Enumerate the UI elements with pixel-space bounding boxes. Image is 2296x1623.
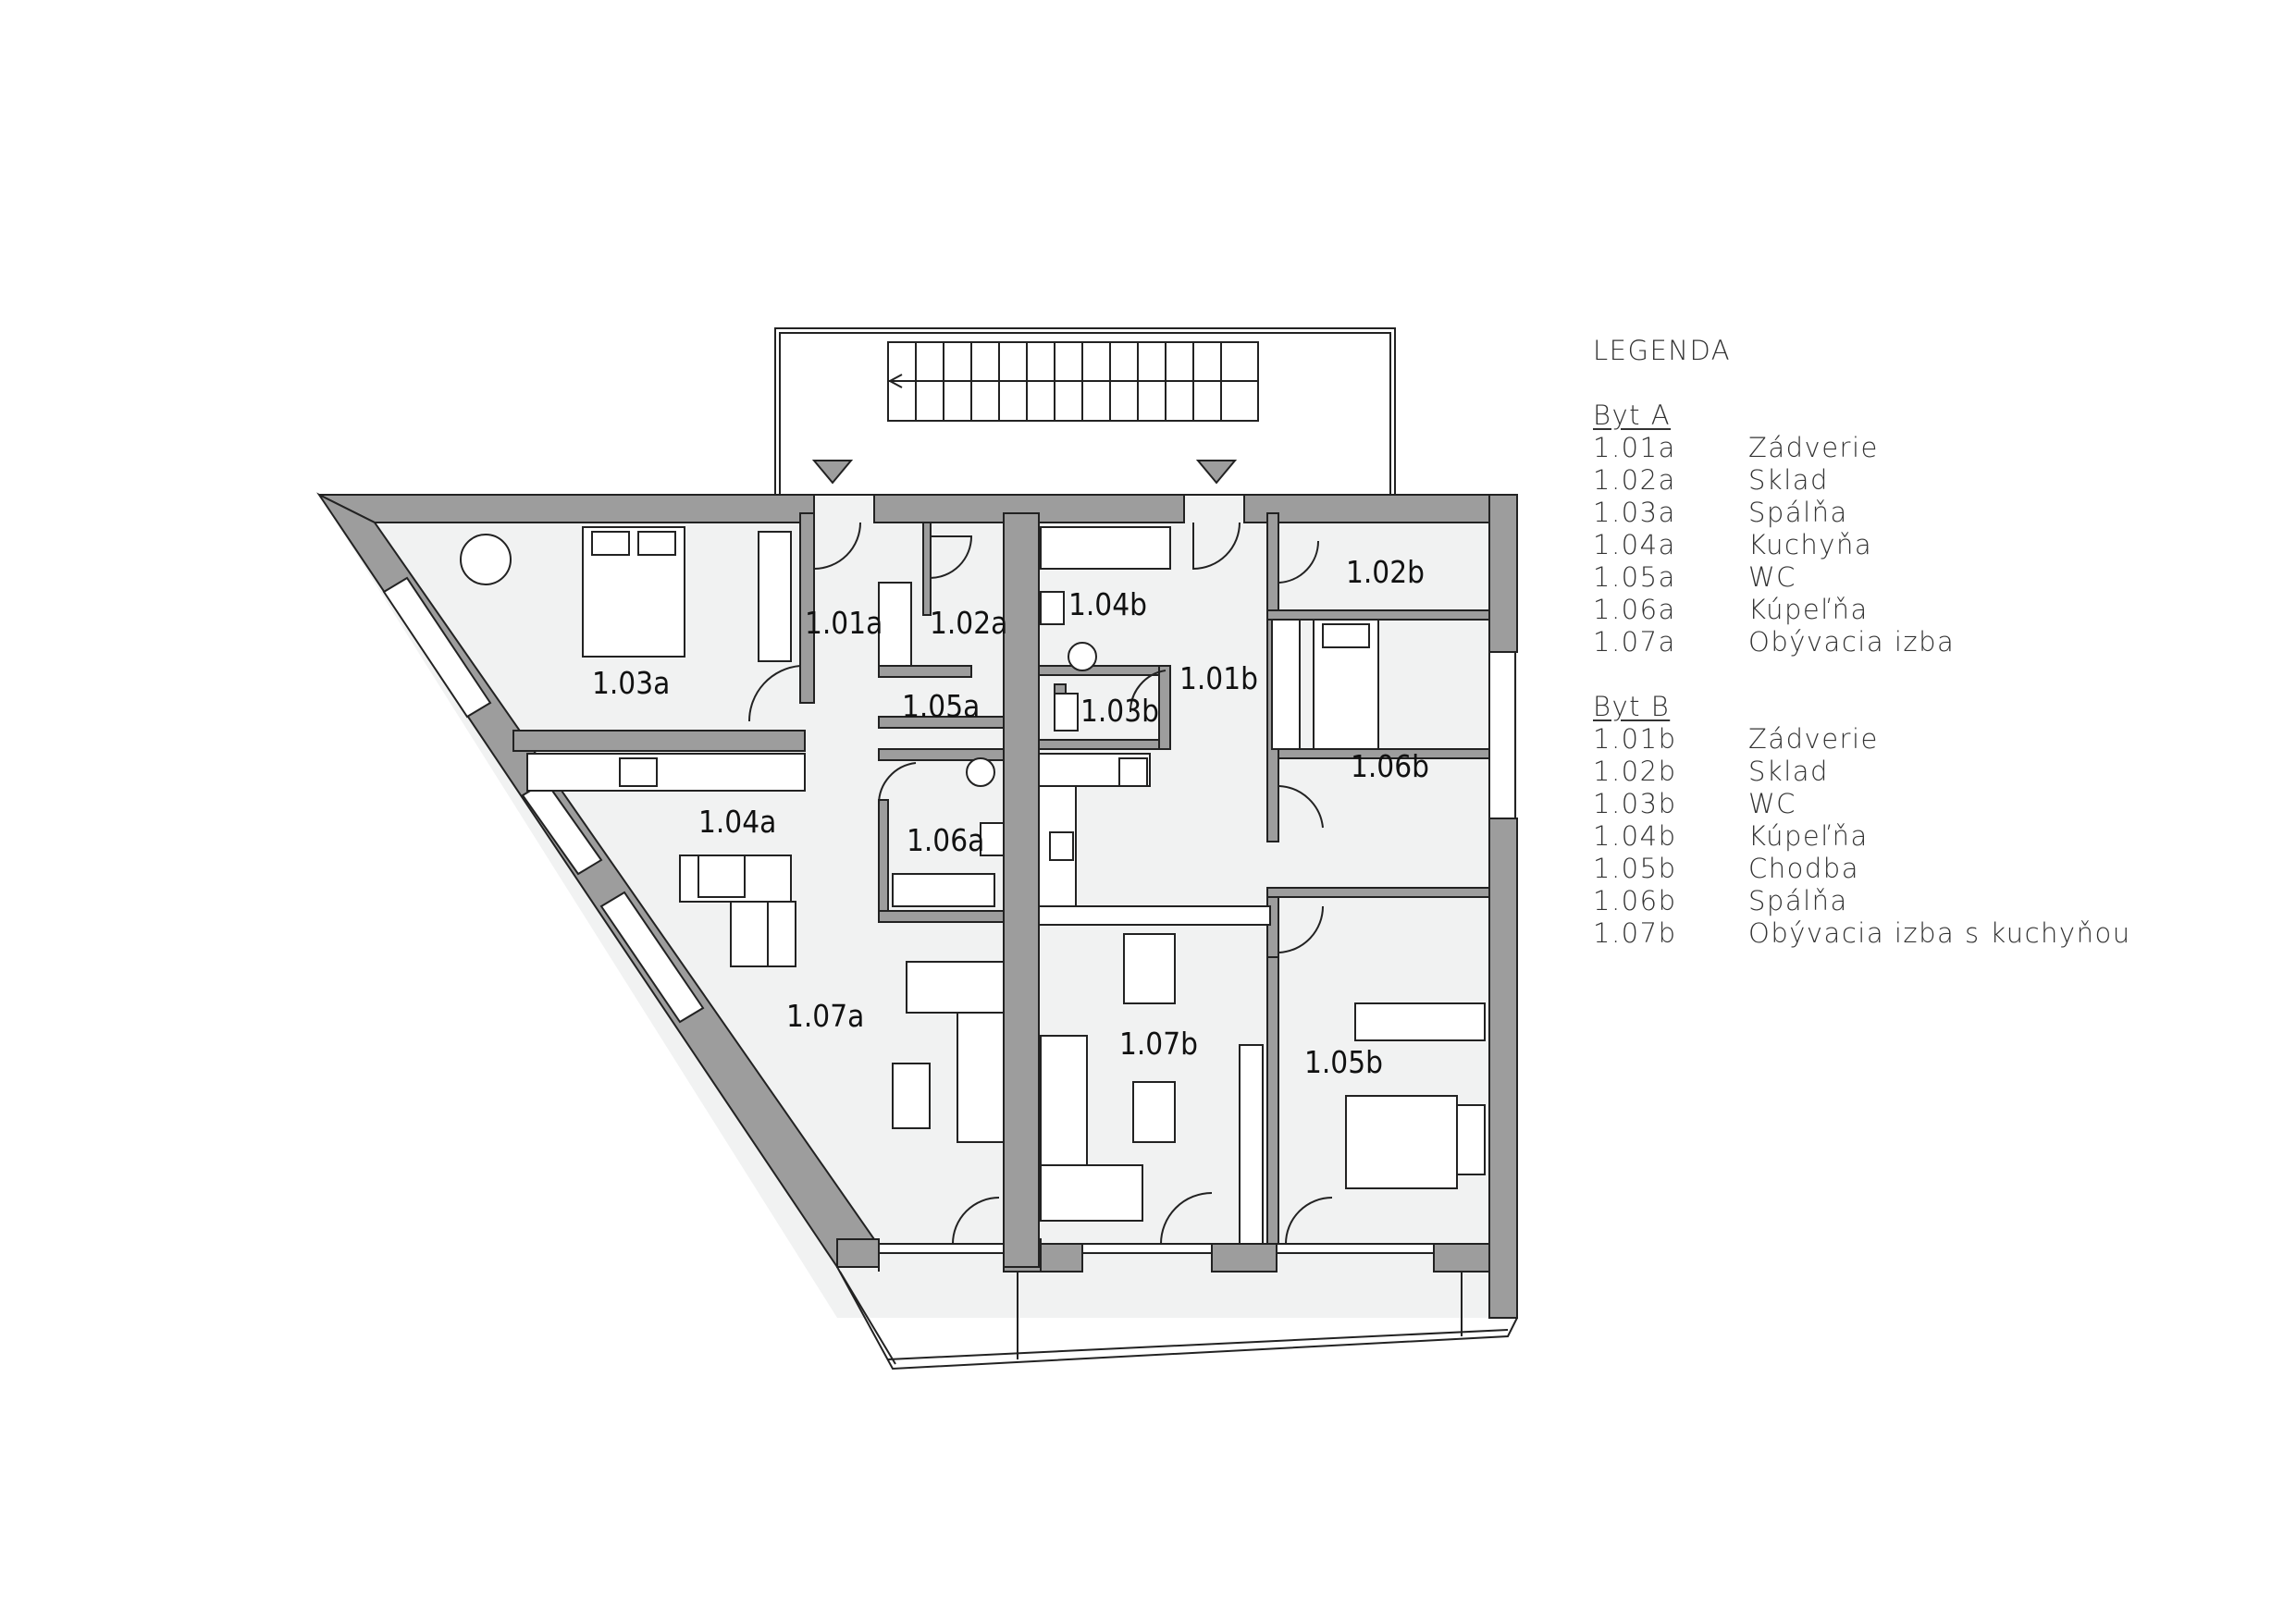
legend-item: 1.05b Chodba [1593,853,2240,885]
legend-item-code: 1.05a [1593,561,1676,593]
room-label-1-03b: 1.03b [1080,693,1159,729]
room-label-1-02a: 1.02a [930,605,1007,641]
legend-item-name: Spálňa [1748,885,1848,916]
furniture [460,526,1486,1245]
legend-item-name: Kuchyňa [1748,529,1873,560]
entry-marker-a [811,460,854,485]
legend-item-name: WC [1748,788,1796,819]
legend-item-code: 1.04a [1593,529,1676,560]
legend-group-title: Byt B [1593,691,1671,722]
legend-item: 1.04a Kuchyňa [1593,529,2240,561]
legend-item: 1.01a Zádverie [1593,432,2240,464]
legend-item-code: 1.06a [1593,594,1676,625]
legend-item: 1.04b Kúpeľňa [1593,820,2240,853]
legend-item: 1.01b Zádverie [1593,723,2240,756]
legend-group-title: Byt A [1593,400,1672,431]
legend-item-name: Sklad [1748,756,1829,787]
room-label-1-02b: 1.02b [1346,554,1425,590]
room-label-1-05a: 1.05a [902,688,980,724]
legend-item-code: 1.05b [1593,853,1677,884]
room-label-1-06a: 1.06a [907,822,984,858]
legend-item-code: 1.03b [1593,788,1677,819]
balcony [836,1266,1518,1371]
legend-item-code: 1.04b [1593,820,1677,852]
legend-item: 1.07b Obývacia izba s kuchyňou [1593,917,2240,950]
legend-item: 1.03a Spálňa [1593,497,2240,529]
legend-item-name: WC [1748,561,1796,593]
legend-item: 1.06b Spálňa [1593,885,2240,917]
room-label-1-05b: 1.05b [1304,1044,1383,1080]
windows [382,576,1516,1254]
legend-item-name: Sklad [1748,464,1829,496]
legend-title: LEGENDA [1593,335,1732,366]
legend-item-name: Kúpeľňa [1748,820,1869,852]
legend-item-code: 1.02b [1593,756,1677,787]
interior-walls [512,512,1490,1268]
legend-item-name: Kúpeľňa [1748,594,1869,625]
legend-item: 1.02b Sklad [1593,756,2240,788]
legend-item-code: 1.03a [1593,497,1676,528]
room-label-1-04a: 1.04a [698,804,776,840]
legend-item-name: Zádverie [1748,723,1879,755]
entry-marker-b [1195,460,1238,485]
legend-item-name: Chodba [1748,853,1859,884]
legend-item-code: 1.02a [1593,464,1676,496]
room-label-1-06b: 1.06b [1351,748,1429,784]
legend-item-name: Zádverie [1748,432,1879,463]
legend-item-name: Obývacia izba s kuchyňou [1748,917,2131,949]
entrance-stair [774,327,1396,496]
legend-item-name: Spálňa [1748,497,1848,528]
legend-item-name: Obývacia izba [1748,626,1956,658]
room-labels: 1.01a 1.02a 1.03a 1.04a 1.05a 1.06a 1.07… [592,554,1429,1080]
legend-item-code: 1.07b [1593,917,1677,949]
room-label-1-07a: 1.07a [786,998,864,1034]
room-label-1-01b: 1.01b [1179,660,1258,696]
room-label-1-03a: 1.03a [592,665,670,701]
room-label-1-07b: 1.07b [1119,1026,1198,1062]
legend-item: 1.06a Kúpeľňa [1593,594,2240,626]
doors [747,522,1333,1245]
room-label-1-01a: 1.01a [805,605,883,641]
legend-item: 1.07a Obývacia izba [1593,626,2240,658]
legend-item: 1.05a WC [1593,561,2240,594]
legend-item-code: 1.01a [1593,432,1676,463]
room-label-1-04b: 1.04b [1068,586,1147,622]
legend-item: 1.02a Sklad [1593,464,2240,497]
legend-item-code: 1.07a [1593,626,1676,658]
legend-item-code: 1.01b [1593,723,1677,755]
legend-item-code: 1.06b [1593,885,1677,916]
legend-item: 1.03b WC [1593,788,2240,820]
